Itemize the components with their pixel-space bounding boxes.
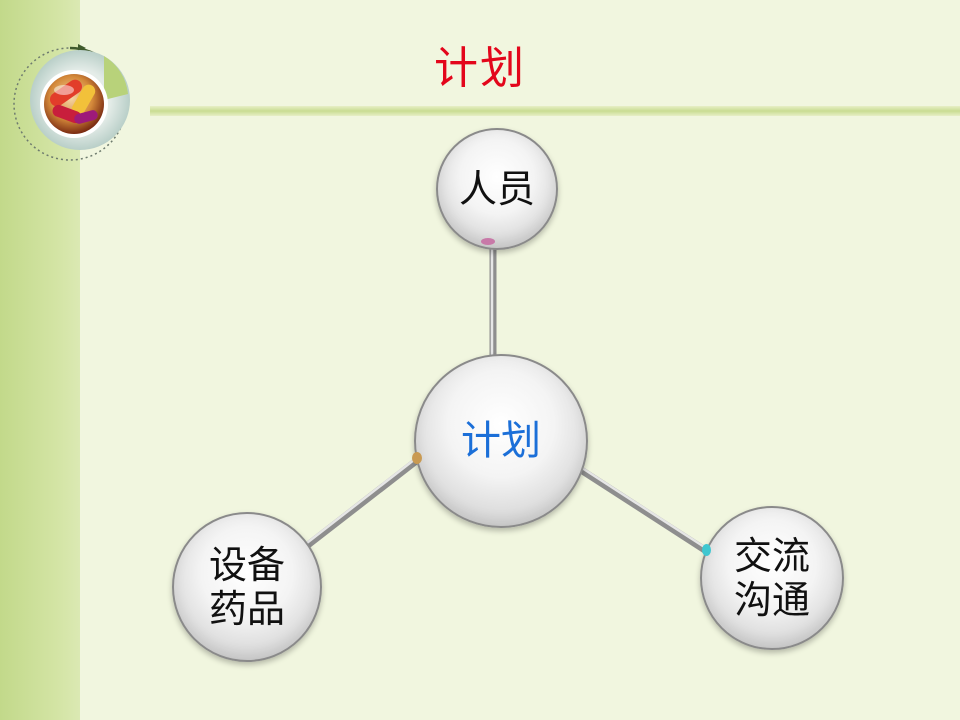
connector-equipment [300,454,424,552]
header-rule [150,106,960,116]
node-personnel: 人员 [436,128,558,250]
node-plan-label: 计划 [461,418,541,464]
pills-logo-icon [13,44,130,161]
connector-cap-personnel [481,238,495,245]
node-communication-label: 交流 沟通 [733,534,810,622]
node-personnel-label: 人员 [458,167,535,211]
connector-cap-equipment [412,452,422,464]
connector-communication [574,464,712,556]
slide-title: 计划 [434,43,526,94]
node-equipment-label: 设备 药品 [208,543,285,631]
node-plan-center: 计划 [414,354,588,528]
connector-personnel [489,240,497,360]
connector-cap-communication [702,544,711,556]
node-communication: 交流 沟通 [700,506,844,650]
node-equipment: 设备 药品 [172,512,322,662]
